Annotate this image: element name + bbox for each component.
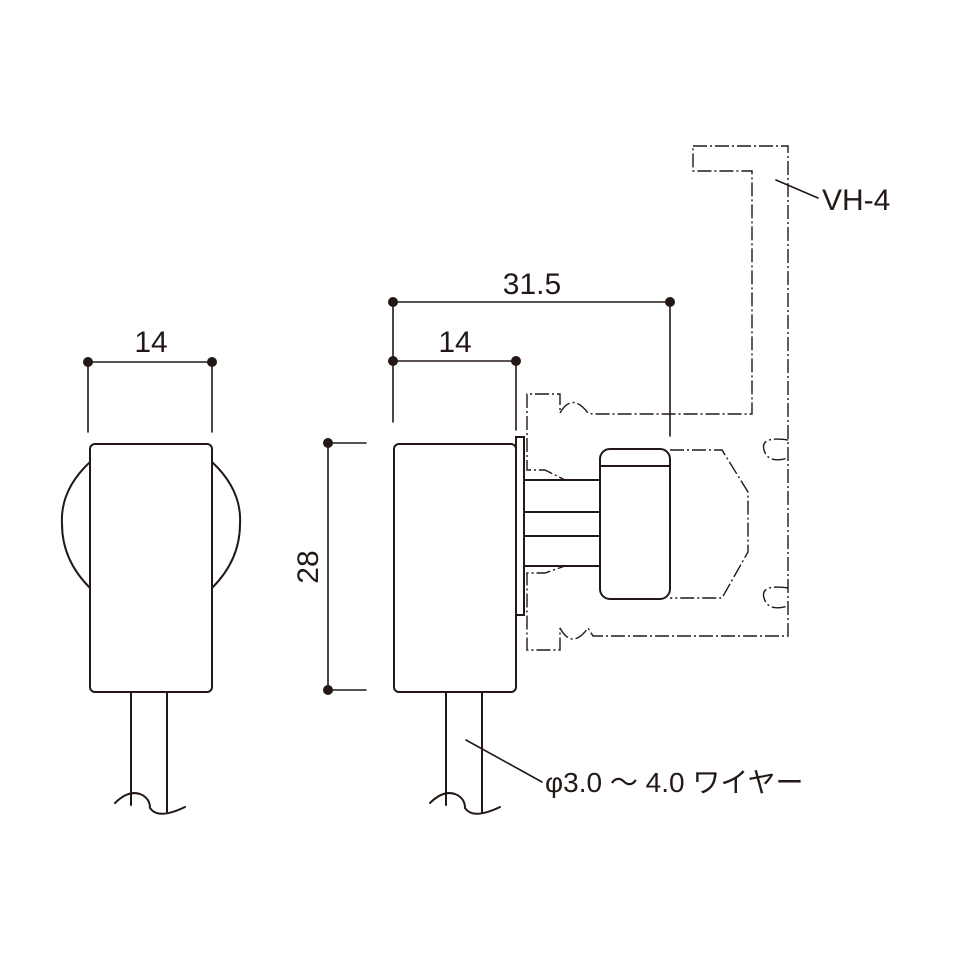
rail-notch-top <box>762 438 789 461</box>
front-knob-right <box>211 461 242 589</box>
side-width-label: 14 <box>438 326 471 359</box>
rail-slot <box>670 449 749 599</box>
dim-dot <box>207 357 217 367</box>
side-view: φ3.0 ～ 4.0 ワイヤー VH-4 31.5 14 28 <box>292 145 890 815</box>
dim-dot <box>323 438 333 448</box>
dim-dot <box>388 297 398 307</box>
rail-notch-bottom <box>762 586 789 609</box>
dim-dot <box>511 356 521 366</box>
rail-name-label: VH-4 <box>822 184 890 217</box>
front-knob-left <box>60 461 91 589</box>
height-label: 28 <box>292 550 325 583</box>
dim-dot <box>323 685 333 695</box>
side-knob <box>599 448 671 600</box>
dim-dot <box>83 357 93 367</box>
side-flange <box>515 436 525 616</box>
side-body <box>393 443 517 693</box>
side-wire-break <box>429 792 501 815</box>
length-label: 31.5 <box>503 268 561 301</box>
front-view: 14 <box>60 326 242 815</box>
front-body <box>89 443 213 693</box>
wire-spec-label: φ3.0 ～ 4.0 ワイヤー <box>545 767 804 798</box>
dim-dot <box>665 297 675 307</box>
front-width-label: 14 <box>134 326 167 359</box>
rail-leader <box>775 179 819 199</box>
wire-leader <box>465 739 543 783</box>
dim-dot <box>388 356 398 366</box>
front-wire-break <box>114 792 186 815</box>
